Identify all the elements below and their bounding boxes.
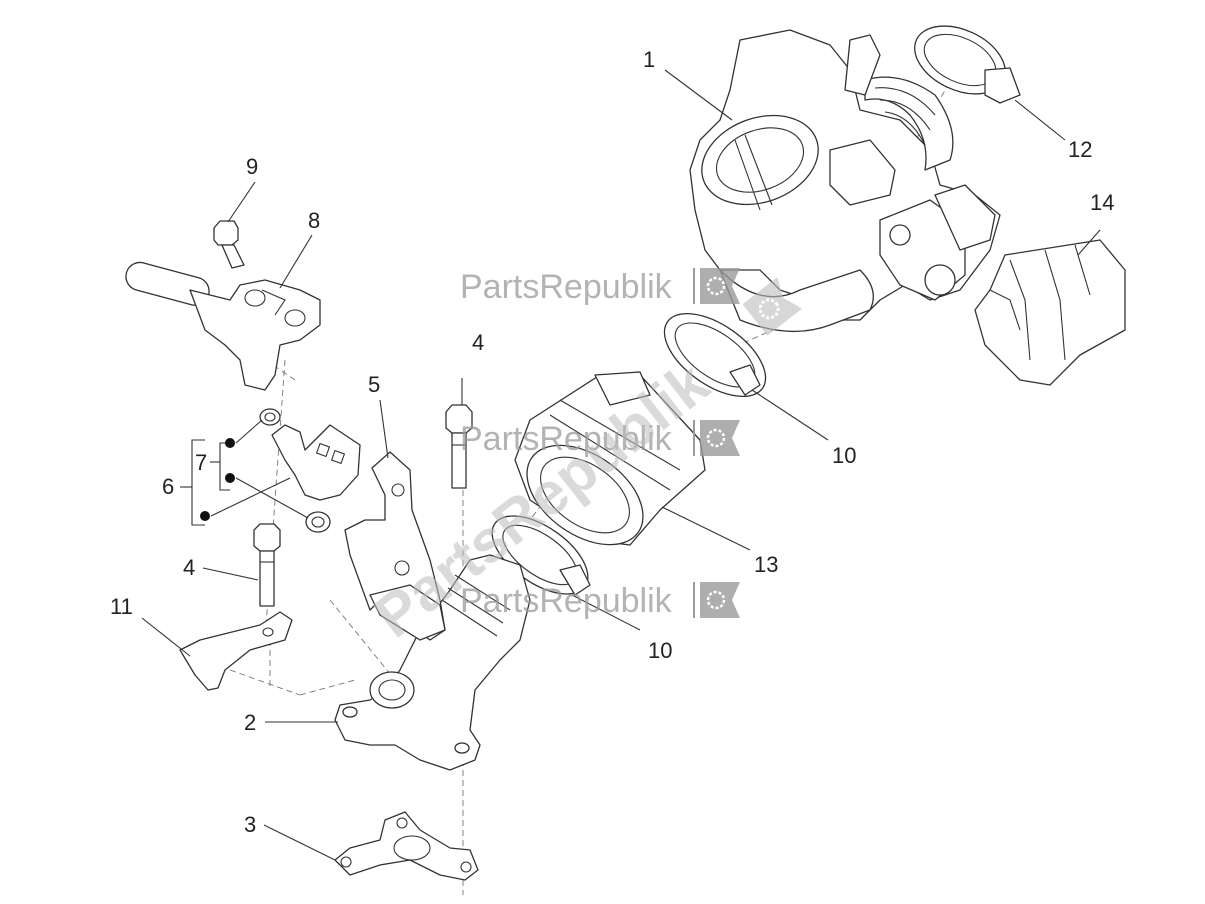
callout-8: 8 xyxy=(308,208,320,233)
kit-dot xyxy=(225,473,235,483)
sensor-washers xyxy=(259,408,331,533)
group-bracket xyxy=(180,419,309,526)
bolt-small xyxy=(213,220,245,269)
watermark-text: PartsRepublik xyxy=(460,420,673,458)
callout-4-lower: 4 xyxy=(183,555,195,580)
callout-numbers: 1 2 3 4 4 5 6 7 8 9 10 10 11 12 13 14 xyxy=(110,47,1114,837)
watermark-bottom: PartsRepublik xyxy=(460,582,740,620)
hose-clamp-upper xyxy=(663,312,767,398)
mounting-bracket xyxy=(344,451,446,641)
gear-flag-icon xyxy=(700,420,740,456)
watermark-top: PartsRepublik xyxy=(460,268,740,306)
callout-13: 13 xyxy=(754,552,778,577)
intake-flange xyxy=(334,554,531,771)
callout-3: 3 xyxy=(244,812,256,837)
leader-lines xyxy=(141,69,1101,861)
gear-flag-icon xyxy=(742,277,802,336)
callout-1: 1 xyxy=(643,47,655,72)
watermark-text: PartsRepublik xyxy=(460,582,673,620)
callout-11: 11 xyxy=(110,594,133,619)
hose-clamp-lower xyxy=(491,515,591,596)
watermark-text: PartsRepublik xyxy=(460,268,673,306)
callout-12: 12 xyxy=(1068,137,1092,162)
bolt-lower xyxy=(253,523,281,607)
callout-4-upper: 4 xyxy=(472,330,484,355)
flange-gasket xyxy=(334,811,479,881)
intake-manifold-boot xyxy=(514,371,706,546)
callout-6: 6 xyxy=(162,474,174,499)
callout-9: 9 xyxy=(246,154,258,179)
gear-flag-icon xyxy=(700,582,740,618)
callout-5: 5 xyxy=(368,372,380,397)
gear-flag-icon xyxy=(700,268,740,304)
callout-10-lower: 10 xyxy=(648,638,672,663)
watermark-middle: PartsRepublik xyxy=(460,420,740,458)
sensor-cover xyxy=(974,239,1126,386)
callout-7: 7 xyxy=(195,450,207,475)
hose-clamp-top xyxy=(914,25,1021,104)
sensor-holder-bracket xyxy=(125,261,321,391)
callout-2: 2 xyxy=(244,710,256,735)
callout-14: 14 xyxy=(1090,190,1114,215)
kit-dot xyxy=(200,511,210,521)
temperature-sensor xyxy=(271,424,361,501)
callout-10-upper: 10 xyxy=(832,443,856,468)
bolt-upper xyxy=(445,404,473,489)
cable-clip xyxy=(179,611,293,691)
kit-dot xyxy=(225,438,235,448)
throttle-body xyxy=(689,29,1001,333)
